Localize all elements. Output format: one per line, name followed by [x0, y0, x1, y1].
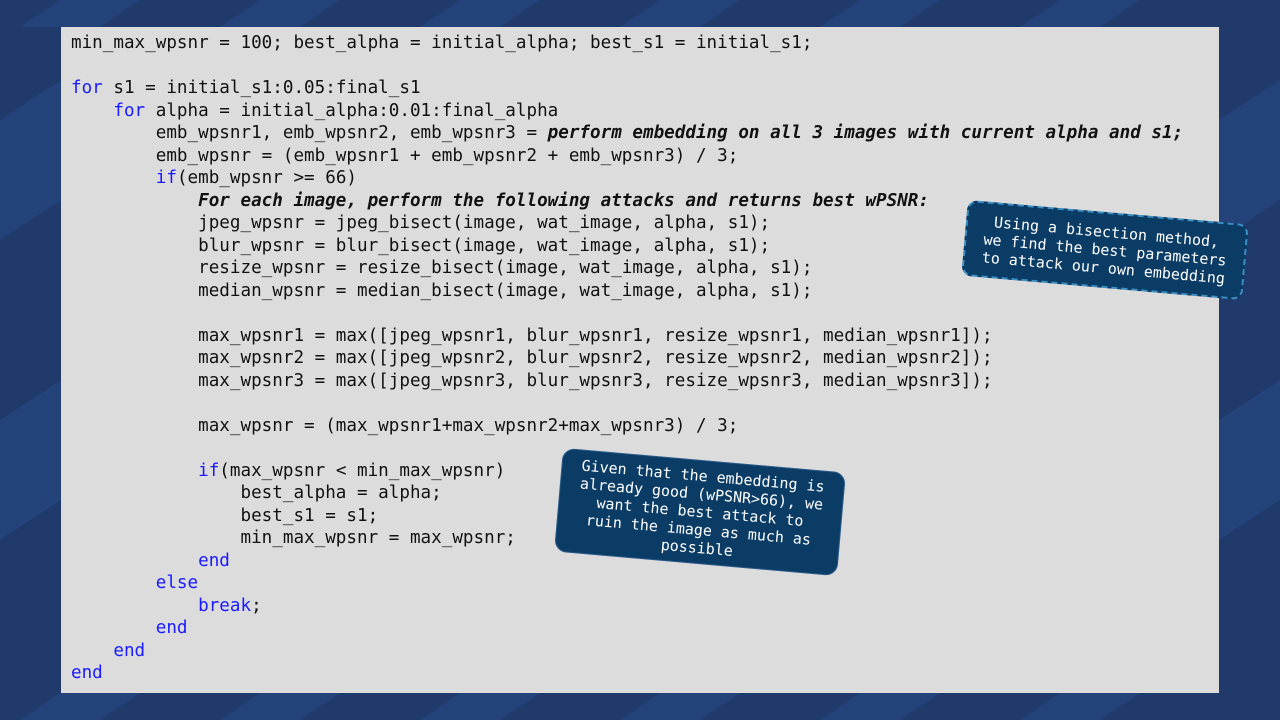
callout-bisection-text: Using a bisection method, we find the be… [981, 213, 1228, 288]
code-line [71, 392, 1183, 415]
code-keyword: break [198, 595, 252, 616]
code-panel: min_max_wpsnr = 100; best_alpha = initia… [61, 27, 1219, 693]
code-text: emb_wpsnr = (emb_wpsnr1 + emb_wpsnr2 + e… [71, 145, 739, 166]
code-text [71, 101, 113, 121]
code-text: max_wpsnr2 = max([jpeg_wpsnr2, blur_wpsn… [71, 348, 993, 368]
code-keyword: for [113, 100, 146, 121]
code-line: end [71, 662, 1183, 685]
code-text: alpha = initial_alpha:0.01:final_alpha [145, 100, 559, 121]
code-keyword: end [198, 550, 230, 571]
code-text: min_max_wpsnr = 100; best_alpha = initia… [71, 33, 813, 53]
pseudocode-block: min_max_wpsnr = 100; best_alpha = initia… [71, 32, 1183, 685]
code-keyword: for [71, 78, 103, 98]
code-line: for s1 = initial_s1:0.05:final_s1 [71, 77, 1183, 100]
code-text [71, 573, 156, 593]
code-keyword: end [155, 618, 188, 638]
code-emphasis: perform embedding on all 3 images with c… [547, 123, 1184, 143]
code-line: if(emb_wpsnr >= 66) [71, 167, 1183, 190]
code-line [71, 302, 1183, 325]
code-line: else [71, 572, 1183, 595]
code-line: max_wpsnr = (max_wpsnr1+max_wpsnr2+max_w… [71, 415, 1183, 438]
code-line: resize_wpsnr = resize_bisect(image, wat_… [71, 257, 1183, 280]
code-emphasis: For each image, perform the following at… [198, 190, 929, 211]
code-text [71, 461, 198, 481]
code-line: min_max_wpsnr = max_wpsnr; [71, 527, 1183, 550]
code-text: (max_wpsnr < min_max_wpsnr) [219, 460, 506, 481]
code-text: max_wpsnr3 = max([jpeg_wpsnr3, blur_wpsn… [71, 370, 993, 391]
code-line: For each image, perform the following at… [71, 190, 1183, 213]
code-text [71, 168, 156, 188]
callout-embedding-text: Given that the embedding is already good… [579, 456, 826, 560]
code-line: blur_wpsnr = blur_bisect(image, wat_imag… [71, 235, 1183, 258]
code-line: for alpha = initial_alpha:0.01:final_alp… [71, 100, 1183, 123]
code-line: emb_wpsnr1, emb_wpsnr2, emb_wpsnr3 = per… [71, 122, 1183, 145]
code-line: max_wpsnr3 = max([jpeg_wpsnr3, blur_wpsn… [71, 370, 1183, 393]
code-line: if(max_wpsnr < min_max_wpsnr) [71, 460, 1183, 483]
code-line: jpeg_wpsnr = jpeg_bisect(image, wat_imag… [71, 212, 1183, 235]
code-line: best_s1 = s1; [71, 505, 1183, 528]
code-line: max_wpsnr1 = max([jpeg_wpsnr1, blur_wpsn… [71, 325, 1183, 348]
code-line [71, 55, 1183, 78]
code-text: resize_wpsnr = resize_bisect(image, wat_… [71, 258, 813, 278]
code-text: emb_wpsnr1, emb_wpsnr2, emb_wpsnr3 = [71, 123, 548, 143]
code-text: blur_wpsnr = blur_bisect(image, wat_imag… [71, 235, 771, 256]
code-line: emb_wpsnr = (emb_wpsnr1 + emb_wpsnr2 + e… [71, 145, 1183, 168]
code-text [71, 596, 198, 616]
code-text: s1 = initial_s1:0.05:final_s1 [102, 78, 421, 98]
code-line: best_alpha = alpha; [71, 482, 1183, 505]
code-text [71, 641, 113, 661]
code-keyword: end [113, 640, 146, 661]
code-text: max_wpsnr1 = max([jpeg_wpsnr1, blur_wpsn… [71, 325, 993, 346]
code-line: end [71, 617, 1183, 640]
code-text: max_wpsnr = (max_wpsnr1+max_wpsnr2+max_w… [71, 415, 739, 436]
code-text: ; [251, 595, 262, 616]
code-text: (emb_wpsnr >= 66) [176, 168, 358, 188]
code-keyword: if [155, 168, 177, 188]
code-line: break; [71, 595, 1183, 618]
code-line: min_max_wpsnr = 100; best_alpha = initia… [71, 32, 1183, 55]
code-keyword: else [155, 573, 199, 593]
code-line: end [71, 550, 1183, 573]
code-text: jpeg_wpsnr = jpeg_bisect(image, wat_imag… [71, 213, 771, 233]
code-text: median_wpsnr = median_bisect(image, wat_… [71, 280, 813, 301]
code-line: end [71, 640, 1183, 663]
code-line: median_wpsnr = median_bisect(image, wat_… [71, 280, 1183, 303]
code-keyword: end [71, 663, 103, 683]
code-text: best_s1 = s1; [71, 505, 379, 526]
code-text [71, 551, 198, 571]
code-text: best_alpha = alpha; [71, 483, 442, 503]
code-keyword: if [198, 460, 220, 481]
code-line: max_wpsnr2 = max([jpeg_wpsnr2, blur_wpsn… [71, 347, 1183, 370]
code-text [71, 618, 156, 638]
code-text: min_max_wpsnr = max_wpsnr; [71, 528, 516, 548]
code-text [71, 191, 198, 211]
